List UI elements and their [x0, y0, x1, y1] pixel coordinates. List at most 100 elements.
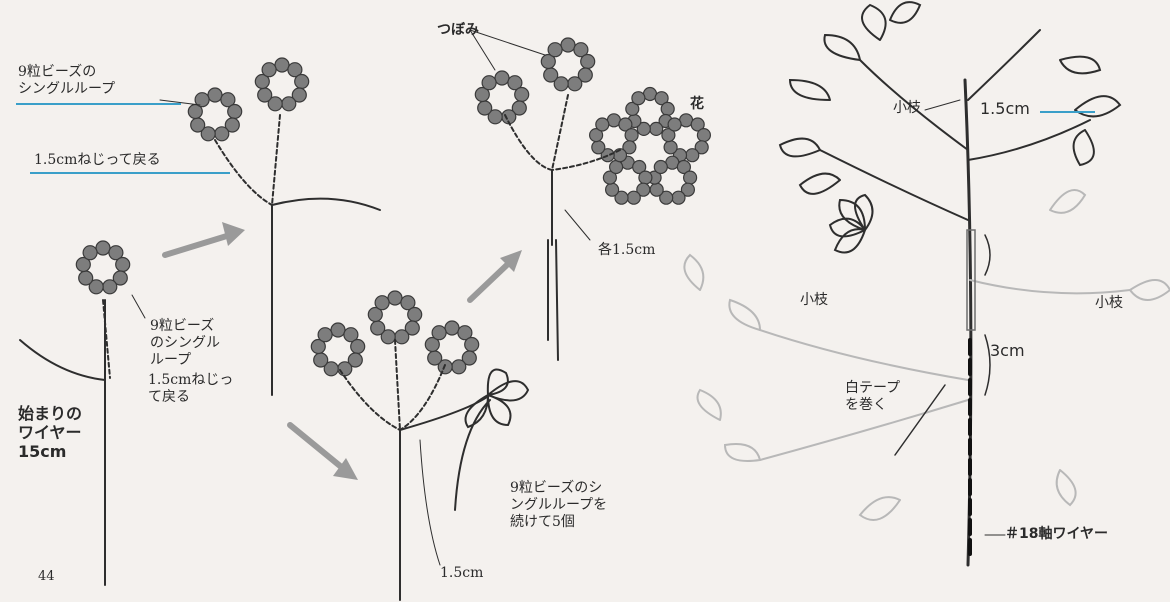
- label-twig-right: 小枝: [1095, 295, 1123, 311]
- callout-underline-2: [30, 172, 230, 174]
- branch-left-lower: [759, 329, 969, 381]
- pale-leaf-8: [1055, 469, 1077, 507]
- branch-top-left: [859, 59, 969, 151]
- bead: [78, 270, 94, 286]
- label-twist-back-15cm: 1.5cmねじって戻る: [34, 152, 161, 168]
- bead: [457, 325, 473, 341]
- stem-4b: [555, 239, 559, 361]
- twist-2a: [214, 139, 273, 206]
- callout-tape: [894, 384, 946, 456]
- bead: [540, 53, 556, 70]
- arrowhead-2: [333, 458, 358, 480]
- tail-2: [271, 197, 381, 211]
- label-twig-top: 小枝: [893, 100, 921, 116]
- bead: [694, 140, 709, 155]
- bead: [507, 75, 523, 91]
- bead: [347, 352, 363, 368]
- bead: [631, 91, 646, 106]
- tape-wrap: [966, 229, 976, 331]
- bead-loop-step2-b: [254, 57, 310, 112]
- bead: [682, 170, 698, 185]
- bead: [214, 126, 230, 142]
- leaf-top-1: [861, 3, 887, 41]
- bead: [294, 73, 310, 90]
- bead: [407, 306, 423, 323]
- start-wire-tail: [19, 339, 106, 381]
- arrowhead-3: [500, 250, 522, 272]
- callout-loop-b: [131, 294, 146, 319]
- branch-left-lower2: [759, 399, 969, 461]
- bead: [424, 336, 440, 353]
- bead: [220, 92, 236, 108]
- bead: [427, 350, 443, 366]
- callout-underline-tree: [1040, 111, 1095, 113]
- callout-single-loop: [159, 99, 201, 106]
- bead: [604, 182, 620, 197]
- branch-left-upper: [819, 149, 969, 221]
- leaf-top-2: [823, 33, 861, 61]
- leaf-right-3: [1059, 55, 1102, 75]
- twist-4b: [551, 94, 569, 171]
- bead: [207, 87, 223, 103]
- pale-leaf-1: [728, 298, 761, 331]
- label-each-15cm: 各1.5cm: [598, 242, 656, 258]
- bead-loop-step3-b: [367, 290, 423, 345]
- bead-loop-flower-petal: [647, 155, 698, 205]
- bead: [626, 190, 641, 205]
- bead: [337, 361, 353, 377]
- callout-bud-2: [469, 29, 546, 56]
- bead: [224, 117, 240, 133]
- label-single-loop-9-b: 9粒ビーズ のシングル ループ: [150, 318, 220, 368]
- bead: [115, 256, 131, 273]
- tail-3: [399, 394, 491, 431]
- bead-loop-flower-petal: [588, 113, 639, 163]
- bead: [608, 159, 624, 175]
- bead: [588, 128, 604, 143]
- callout-15cm-bottom: [419, 439, 441, 566]
- bead: [267, 96, 283, 112]
- bead: [374, 295, 390, 311]
- bead-loop-bud-b: [540, 37, 596, 92]
- pale-leaf-3: [1129, 279, 1170, 301]
- bead: [494, 70, 510, 86]
- bead: [291, 87, 307, 103]
- bead: [654, 91, 669, 106]
- leaf-top-4: [788, 78, 831, 101]
- bead: [614, 190, 629, 205]
- bead: [690, 117, 705, 132]
- twist-4c: [551, 149, 621, 171]
- bead: [75, 256, 91, 273]
- bead: [281, 96, 297, 112]
- bead: [287, 62, 303, 78]
- label-3cm: 3cm: [990, 341, 1025, 360]
- bead: [431, 325, 447, 341]
- bracket-3cm: [984, 334, 991, 396]
- bead: [636, 121, 651, 136]
- label-twist-back-15cm-b: 1.5cmねじっ て戻る: [148, 372, 234, 405]
- label-single-loop-9: 9粒ビーズの シングルループ: [18, 64, 116, 97]
- bead: [638, 170, 653, 185]
- bead: [543, 67, 559, 83]
- bead: [671, 190, 686, 205]
- bead-loop-bud-a: [474, 70, 530, 125]
- bead: [82, 245, 98, 261]
- bead: [667, 117, 682, 132]
- leaf-flower-tree: [828, 193, 874, 254]
- bead: [481, 75, 497, 91]
- bead: [649, 182, 664, 197]
- branch-right-lower: [969, 279, 1131, 295]
- label-15cm-tree: 1.5cm: [980, 99, 1030, 118]
- bead: [394, 329, 410, 345]
- bead: [88, 279, 104, 295]
- bead: [343, 327, 359, 343]
- bead: [591, 140, 606, 155]
- bead: [659, 190, 674, 205]
- bead-loop-step2-a: [187, 87, 243, 142]
- bead: [464, 336, 480, 353]
- twist-3a: [339, 369, 401, 431]
- bead: [602, 170, 618, 185]
- pale-leaf-4: [1049, 189, 1087, 214]
- bead: [317, 327, 333, 343]
- bead: [649, 121, 664, 136]
